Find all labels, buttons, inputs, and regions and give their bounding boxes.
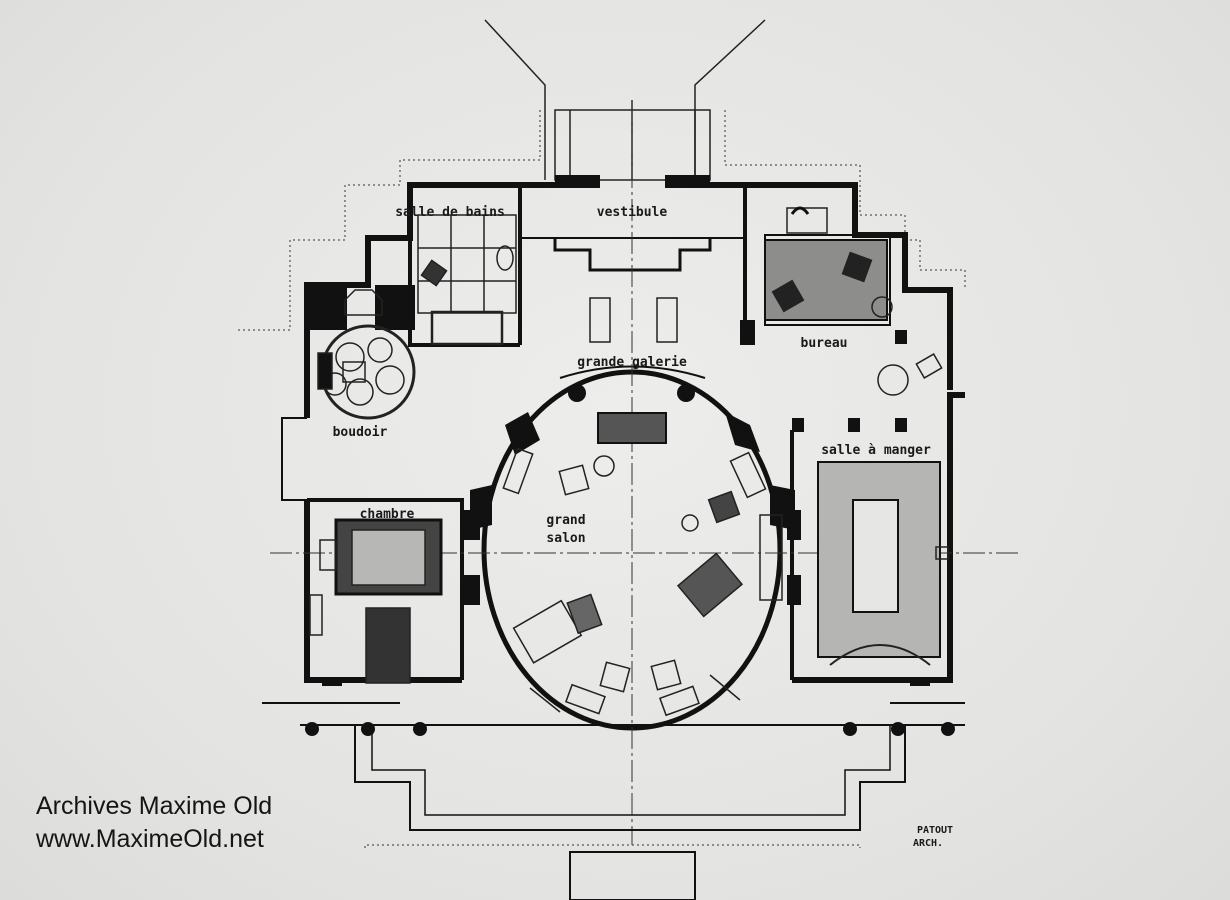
room-label-grande-galerie: grande galerie — [577, 355, 687, 370]
room-label-vestibule: vestibule — [597, 205, 668, 220]
terrace-columns — [305, 722, 955, 736]
room-label-salon: salon — [546, 531, 585, 546]
room-label-salle-a-manger: salle à manger — [821, 443, 931, 458]
salle-de-bains-fixtures — [417, 214, 517, 346]
watermark-archive-name: Archives Maxime Old — [36, 792, 273, 820]
architect-signature-line1: PATOUT — [917, 825, 953, 836]
room-label-grand: grand — [546, 513, 585, 528]
salon-furnishings — [502, 447, 783, 717]
gallery-furnishings — [589, 297, 678, 444]
room-label-bureau: bureau — [801, 336, 848, 351]
watermark-website: www.MaximeOld.net — [36, 825, 264, 853]
room-label-chambre: chambre — [360, 507, 415, 522]
entrance-approach — [484, 19, 766, 181]
site-boundary — [235, 110, 966, 848]
boudoir-furnishings — [317, 289, 416, 420]
salle-a-manger-furnishings — [817, 461, 949, 666]
architect-signature-line2: ARCH. — [913, 838, 943, 849]
archive-watermark: Archives Maxime Old www.MaximeOld.net — [36, 790, 272, 856]
room-label-boudoir: boudoir — [333, 425, 388, 440]
room-label-salle-de-bains: salle de bains — [395, 205, 505, 220]
chambre-furnishings — [309, 518, 443, 684]
bureau-furnishings — [764, 206, 943, 396]
